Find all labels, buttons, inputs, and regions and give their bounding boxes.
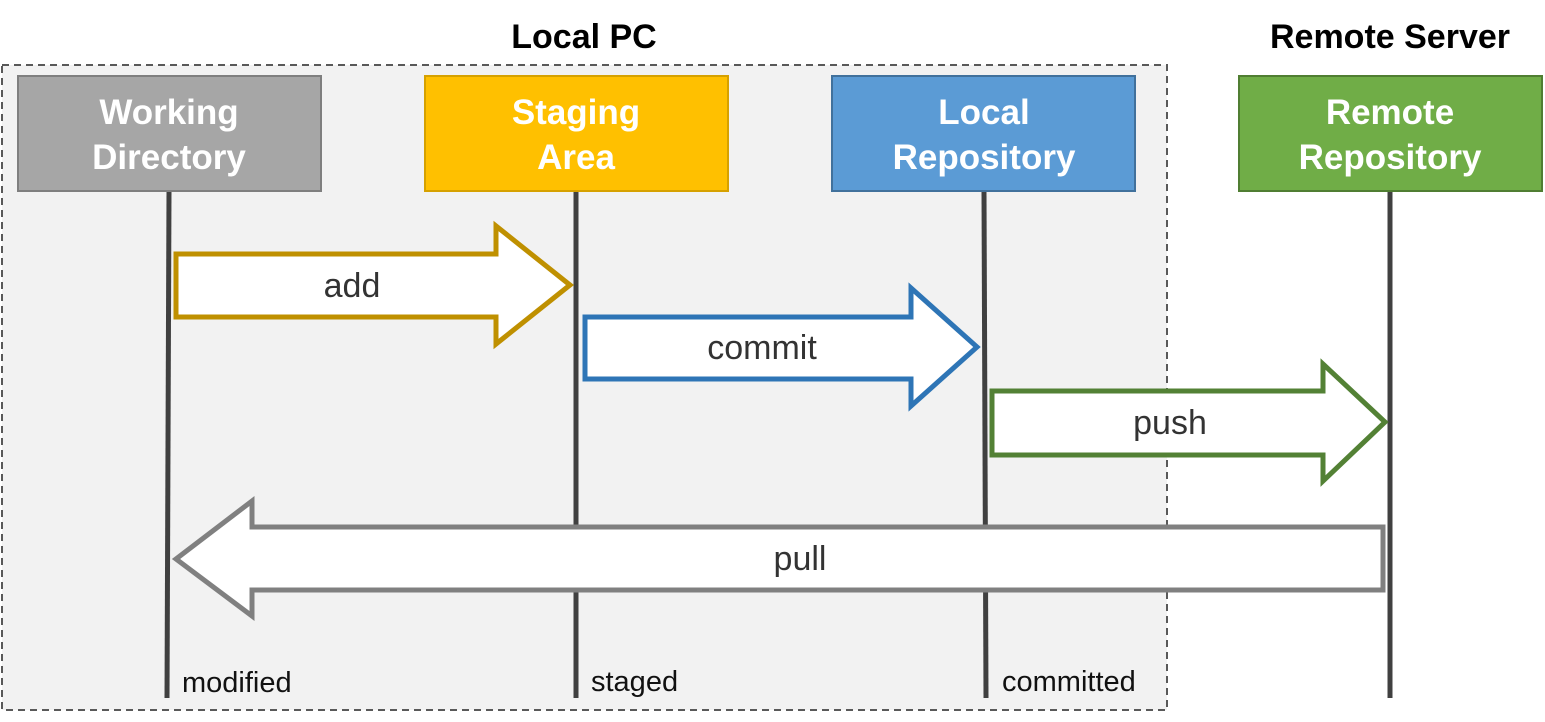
commit-arrow-label: commit [707,329,817,367]
push-arrow-label: push [1133,404,1207,442]
working-directory-box: Working Directory [17,75,322,192]
staging-area-box: Staging Area [424,75,729,192]
pull-arrow-shape [171,495,1386,621]
staging-area-title-line1: Staging [512,93,640,132]
remote-server-title: Remote Server [1270,18,1510,56]
staging-area-title-line2: Area [537,138,615,177]
push-arrow: push [989,358,1389,487]
working-directory-title-line2: Directory [92,138,246,177]
pull-arrow: pull [171,495,1386,621]
working-directory-box-bg [17,75,322,192]
local-repository-title-line1: Local [938,93,1029,132]
remote-repository-box: Remote Repository [1238,75,1543,192]
local-repository-box-bg [831,75,1136,192]
local-pc-title: Local PC [511,18,656,56]
local-repository-title-line2: Repository [893,138,1076,177]
working-directory-title-line1: Working [99,93,238,132]
remote-repository-title-line2: Repository [1299,138,1482,177]
add-arrow-label: add [324,267,381,305]
remote-repository-box-bg [1238,75,1543,192]
committed-state-label: committed [1002,666,1136,698]
remote-repository-title-line1: Remote [1326,93,1454,132]
add-arrow: add [173,220,575,350]
local-repository-lifeline [981,191,989,699]
pull-arrow-label: pull [774,540,827,578]
add-arrow-shape [173,220,575,350]
commit-arrow-shape [582,282,981,412]
staging-area-box-bg [424,75,729,192]
commit-arrow: commit [582,282,981,412]
modified-state-label: modified [182,667,292,699]
local-repository-box: Local Repository [831,75,1136,192]
push-arrow-shape [989,358,1389,487]
working-directory-lifeline [164,191,172,699]
staged-state-label: staged [591,666,678,698]
